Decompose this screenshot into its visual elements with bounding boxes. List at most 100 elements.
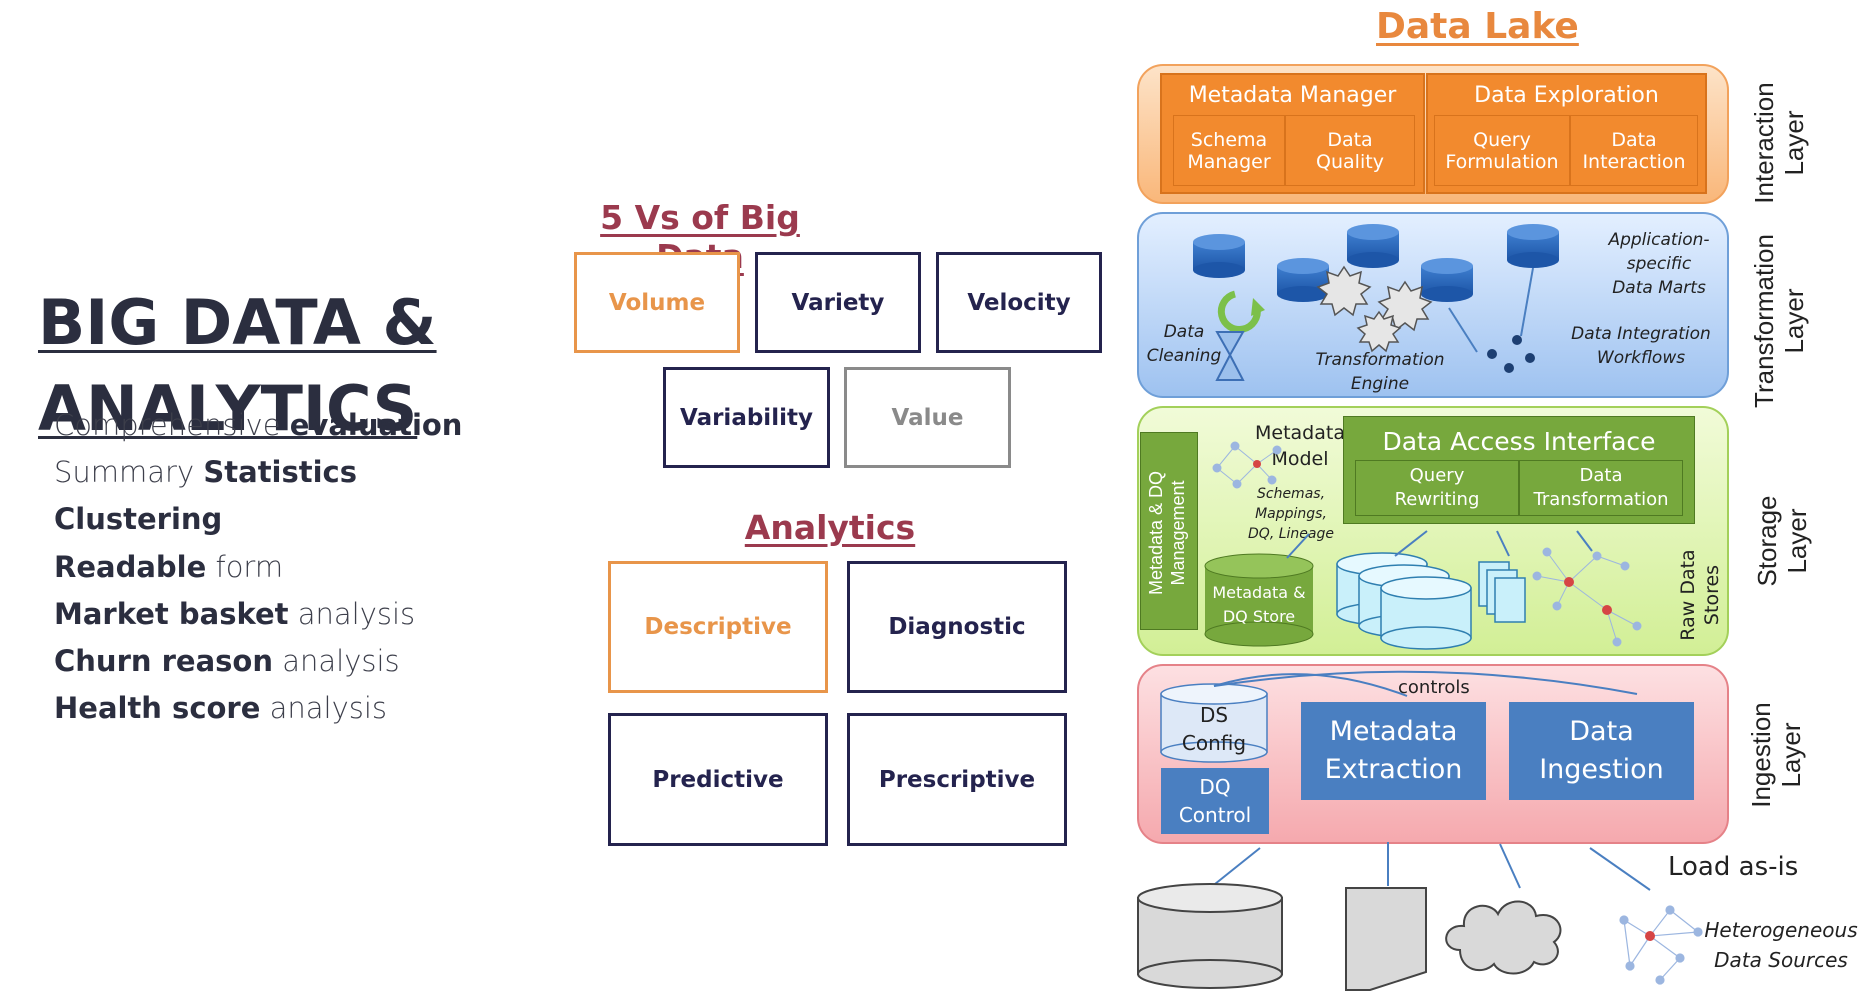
ingestion-label-l2: Layer: [1776, 722, 1806, 788]
ds-config-l2: Config: [1181, 731, 1247, 755]
load-as-is-label: Load as-is: [1668, 852, 1799, 882]
data-ingestion-l2: Ingestion: [1539, 754, 1664, 785]
hetero-l1: Heterogeneous: [1704, 918, 1858, 942]
source-network-icon: [1619, 905, 1703, 985]
data-marts-l1: Application-: [1608, 230, 1710, 250]
metadata-model-l2: Model: [1271, 448, 1329, 470]
data-ingestion-box: Data Ingestion: [1509, 702, 1694, 800]
raw-data-stores-label: Raw Data Stores: [1676, 540, 1726, 650]
hetero-l2: Data Sources: [1714, 948, 1848, 972]
data-interaction-l1: Data: [1611, 128, 1657, 151]
interaction-label-l2: Layer: [1779, 110, 1809, 176]
dq-control-box: DQ Control: [1161, 768, 1269, 834]
metadata-extraction-l2: Extraction: [1324, 754, 1463, 785]
ds-config-label: DS Config: [1161, 700, 1267, 758]
ingestion-layer-label: Ingestion Layer: [1746, 690, 1808, 820]
schemas-l3: DQ, Lineage: [1248, 526, 1334, 542]
controls-arrow-2: [1213, 670, 1638, 695]
source-arrows: [1209, 842, 1651, 891]
query-formulation-l1: Query: [1473, 128, 1531, 151]
interaction-layer-label: Interaction Layer: [1749, 63, 1811, 223]
cleaning-l2: Cleaning: [1146, 346, 1222, 366]
interaction-label-l1: Interaction: [1749, 82, 1779, 204]
data-quality-l2: Quality: [1316, 150, 1384, 173]
workflows-label: Data Integration Workflows: [1560, 322, 1722, 370]
data-sources-drawing: [1137, 842, 1703, 991]
storage-label-l1: Storage: [1752, 495, 1782, 587]
heterogeneous-sources-label: Heterogeneous Data Sources: [1700, 915, 1862, 975]
engine-l2: Engine: [1350, 374, 1410, 394]
transformation-drawing: [1193, 224, 1559, 381]
analytics-predictive: Predictive: [608, 713, 828, 846]
source-document-icon: [1345, 887, 1427, 991]
raw-l2: Stores: [1701, 564, 1723, 626]
title-line-1: BIG DATA &: [38, 286, 437, 359]
analytics-diagnostic: Diagnostic: [847, 561, 1067, 693]
mdq-store-l1: Metadata &: [1212, 583, 1306, 602]
mdq-store-cylinder: [1204, 553, 1314, 647]
dai-label: Data Access Interface: [1382, 427, 1656, 456]
schemas-l2: Mappings,: [1255, 506, 1327, 522]
query-rewriting-l2: Rewriting: [1394, 489, 1480, 510]
v-volume: Volume: [574, 252, 740, 353]
ingestion-drawing: [1160, 670, 1638, 763]
dq-control-l1: DQ: [1199, 775, 1231, 799]
storage-label-l2: Layer: [1782, 508, 1812, 574]
title-line-2: ANALYTICS: [38, 372, 418, 445]
data-marts-label: Application- specific Data Marts: [1600, 228, 1718, 300]
storage-arrows: [1286, 530, 1593, 559]
data-transformation-box: Data Transformation: [1519, 460, 1683, 516]
metadata-extraction-box: Metadata Extraction: [1301, 702, 1486, 800]
source-cloud-icon: [1445, 900, 1562, 975]
raw-document-icons: [1478, 561, 1526, 623]
dq-control-l2: Control: [1178, 803, 1252, 827]
bullet-1: Comprehensive evaluation: [54, 408, 463, 442]
workflow-icon: [1487, 335, 1535, 373]
mdq-store-l2: DQ Store: [1222, 607, 1296, 626]
v-variety: Variety: [755, 252, 921, 353]
metadata-extraction-l1: Metadata: [1329, 716, 1458, 747]
controls-label: controls: [1398, 677, 1470, 698]
storage-layer-label: Storage Layer: [1752, 476, 1814, 606]
metadata-manager-box: Metadata Manager: [1160, 73, 1425, 194]
data-ingestion-l1: Data: [1569, 716, 1634, 747]
query-formulation-l2: Formulation: [1445, 150, 1559, 173]
bullet-5: Market basket analysis: [54, 597, 416, 631]
v-velocity: Velocity: [936, 252, 1102, 353]
bullet-6: Churn reason analysis: [54, 644, 400, 678]
schema-manager-box: Schema Manager: [1173, 115, 1285, 186]
mdq-management-bar: [1140, 432, 1198, 630]
raw-graph-network-icon: [1532, 547, 1642, 647]
data-mart-cylinders: [1193, 224, 1559, 302]
raw-l1: Raw Data: [1677, 549, 1699, 641]
data-transformation-l2: Transformation: [1533, 489, 1669, 510]
data-marts-l3: Data Marts: [1612, 278, 1706, 298]
workflows-l1: Data Integration: [1571, 324, 1711, 344]
schemas-label: Schemas, Mappings, DQ, Lineage: [1236, 484, 1346, 544]
v-variability: Variability: [663, 367, 830, 468]
data-interaction-box: Data Interaction: [1570, 115, 1698, 186]
query-rewriting-l1: Query: [1409, 465, 1465, 486]
page-title: BIG DATA & ANALYTICS: [38, 280, 458, 452]
bullet-4: Readable form: [54, 550, 284, 584]
schemas-l1: Schemas,: [1256, 486, 1326, 502]
data-exploration-label: Data Exploration: [1474, 83, 1659, 108]
data-cleaning-label: Data Cleaning: [1142, 320, 1226, 368]
query-formulation-box: Query Formulation: [1434, 115, 1570, 186]
analytics-descriptive: Descriptive: [608, 561, 828, 693]
cleaning-cycle-icon: [1217, 290, 1265, 333]
transformation-label-l2: Layer: [1779, 288, 1809, 354]
data-exploration-box: Data Exploration: [1426, 73, 1707, 194]
data-transformation-l1: Data: [1579, 465, 1623, 486]
v-value: Value: [844, 367, 1011, 468]
engine-l1: Transformation: [1315, 350, 1445, 370]
source-database-icon: [1137, 883, 1283, 989]
workflows-l2: Workflows: [1596, 348, 1686, 368]
data-marts-l2: specific: [1626, 254, 1692, 274]
bullet-2: Summary Statistics: [54, 455, 358, 489]
transformation-arrows: [1448, 267, 1534, 353]
transformation-engine-label: Transformation Engine: [1300, 348, 1460, 396]
bullet-3: Clustering: [54, 502, 223, 536]
gear-icons: [1316, 265, 1433, 353]
data-quality-box: Data Quality: [1285, 115, 1415, 186]
